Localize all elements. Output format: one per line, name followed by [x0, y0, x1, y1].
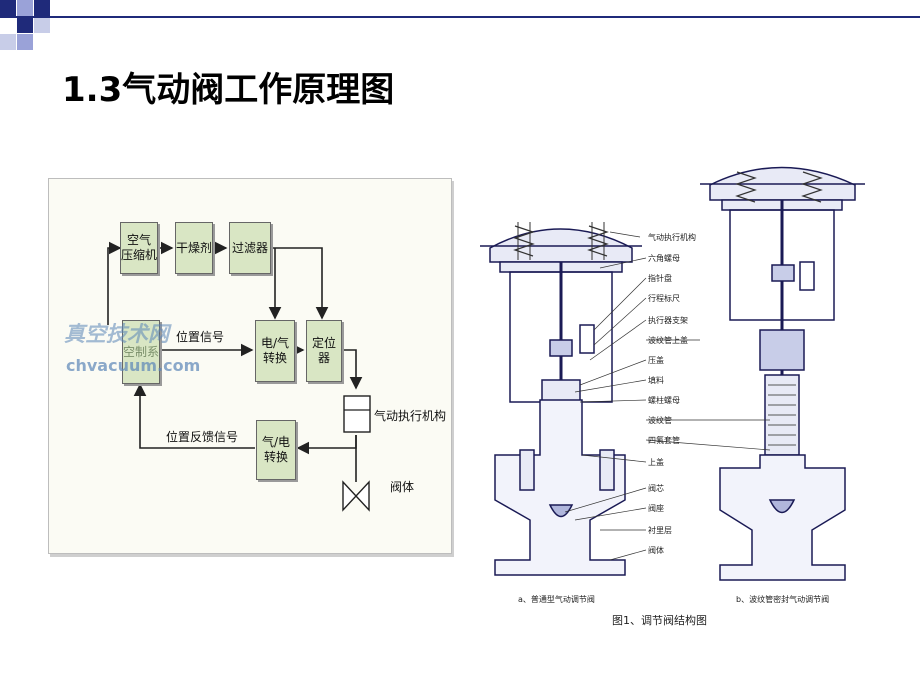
callout-label: 阀体: [648, 546, 664, 555]
callout-label: 四氟套管: [648, 436, 680, 445]
figure-caption: 图1、调节阀结构图: [612, 614, 707, 627]
watermark-text-en: chvacuum.com: [66, 356, 201, 375]
header-rule: [0, 16, 920, 18]
dryer-box: 干燥剂: [175, 222, 213, 274]
position-signal-label: 位置信号: [176, 330, 225, 344]
watermark-text-cn: 真空技术网: [64, 322, 169, 346]
callout-label: 执行器支架: [648, 316, 688, 325]
callout-label: 波纹管上盖: [648, 336, 688, 345]
callout-label: 螺柱螺母: [648, 396, 680, 405]
corner-decoration: [0, 0, 70, 50]
callout-label: 行程标尺: [648, 294, 680, 303]
callout-label: 阀芯: [648, 484, 664, 493]
pe-converter-box: 气/电 转换: [256, 420, 296, 480]
ep-converter-box: 电/气 转换: [255, 320, 295, 382]
position-feedback-label: 位置反馈信号: [166, 430, 239, 444]
callout-label: 上盖: [648, 458, 664, 467]
callout-label: 衬里层: [648, 526, 672, 535]
callout-label: 压盖: [648, 356, 664, 365]
actuator-label: 气动执行机构: [374, 409, 447, 423]
callout-label: 气动执行机构: [648, 233, 696, 242]
callout-label: 填料: [648, 376, 664, 385]
filter-box: 过滤器: [229, 222, 271, 274]
caption-b: b、波纹管密封气动调节阀: [736, 595, 830, 604]
controller-box: 空制系: [122, 320, 160, 384]
positioner-box: 定位器: [306, 320, 342, 382]
callout-label: 阀座: [648, 504, 664, 513]
callout-label: 六角螺母: [648, 254, 680, 263]
slide-title: 1.3气动阀工作原理图: [62, 70, 395, 110]
air-compressor-box: 空气 压缩机: [120, 222, 158, 274]
callout-label: 波纹管: [648, 416, 672, 425]
callout-label: 指针盘: [648, 274, 672, 283]
caption-a: a、普通型气动调节阀: [518, 595, 595, 604]
valve-body-label: 阀体: [390, 480, 415, 494]
